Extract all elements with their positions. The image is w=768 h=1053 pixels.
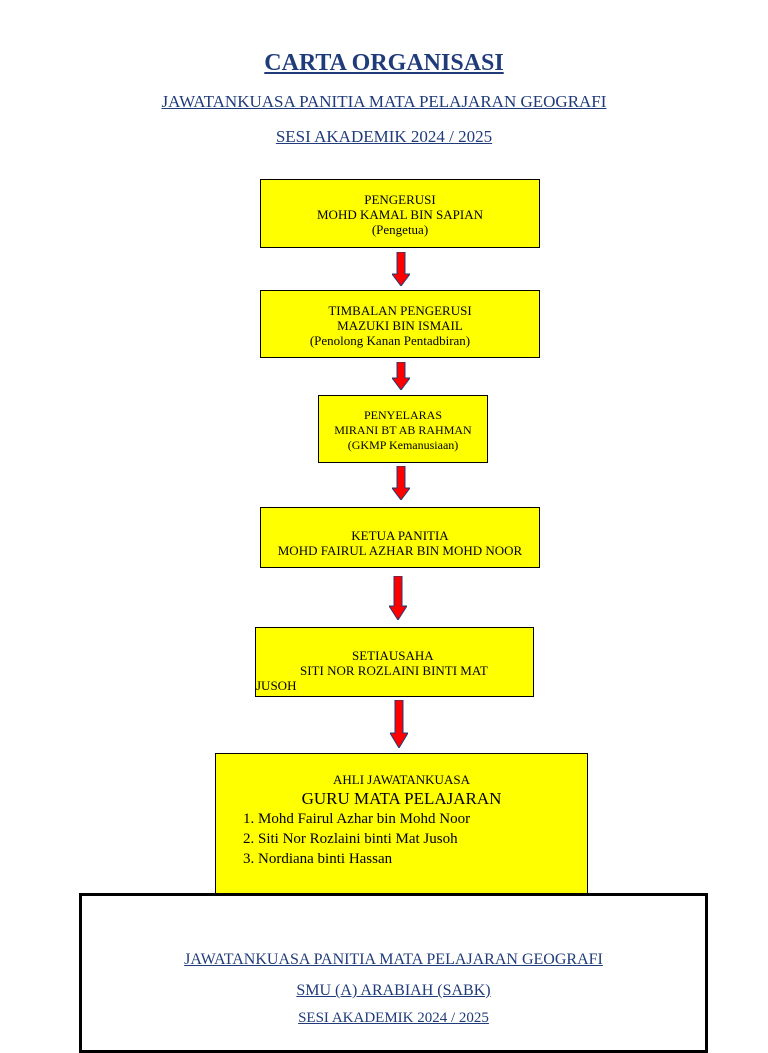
vice-chairman-role: TIMBALAN PENGERUSI — [328, 303, 472, 318]
footer-box: JAWATANKUASA PANITIA MATA PELAJARAN GEOG… — [79, 893, 708, 1053]
chairman-box: PENGERUSI MOHD KAMAL BIN SAPIAN (Pengetu… — [260, 179, 540, 248]
footer-school: SMU (A) ARABIAH (SABK) — [296, 982, 491, 999]
vice-chairman-name: MAZUKI BIN ISMAIL — [337, 318, 463, 333]
members-title: GURU MATA PELAJARAN — [301, 789, 502, 808]
secretary-box: SETIAUSAHA SITI NOR ROZLAINI BINTI MAT J… — [255, 627, 534, 697]
session-label: SESI AKADEMIK 2024 / 2025 — [275, 127, 493, 146]
arrow-down-icon — [392, 362, 410, 390]
head-name: MOHD FAIRUL AZHAR BIN MOHD NOOR — [277, 543, 523, 558]
members-list: Mohd Fairul Azhar bin Mohd Noor Siti Nor… — [238, 809, 470, 869]
secretary-role: SETIAUSAHA — [352, 648, 434, 663]
members-caption: AHLI JAWATANKUASA — [333, 772, 470, 787]
list-item: Mohd Fairul Azhar bin Mohd Noor — [258, 809, 470, 829]
vice-chairman-position: (Penolong Kanan Pentadbiran) — [309, 333, 471, 348]
footer-committee: JAWATANKUASA PANITIA MATA PELAJARAN GEOG… — [184, 951, 603, 968]
committee-subtitle: JAWATANKUASA PANITIA MATA PELAJARAN GEOG… — [161, 92, 607, 111]
footer-session: SESI AKADEMIK 2024 / 2025 — [298, 1010, 489, 1026]
list-item: Siti Nor Rozlaini binti Mat Jusoh — [258, 829, 470, 849]
vice-chairman-box: TIMBALAN PENGERUSI MAZUKI BIN ISMAIL (Pe… — [260, 290, 540, 358]
secretary-name: SITI NOR ROZLAINI BINTI MAT — [300, 663, 488, 678]
chairman-position: (Pengetua) — [371, 222, 429, 237]
arrow-down-icon — [390, 700, 408, 748]
chairman-name: MOHD KAMAL BIN SAPIAN — [317, 207, 483, 222]
head-role: KETUA PANITIA — [351, 528, 449, 543]
coordinator-role: PENYELARAS — [363, 408, 442, 422]
chairman-role: PENGERUSI — [364, 192, 436, 207]
secretary-name-cont: JUSOH — [256, 678, 297, 693]
coordinator-box: PENYELARAS MIRANI BT AB RAHMAN (GKMP Kem… — [318, 395, 488, 463]
coordinator-name: MIRANI BT AB RAHMAN — [334, 423, 472, 437]
members-box: AHLI JAWATANKUASA GURU MATA PELAJARAN Mo… — [215, 753, 588, 896]
arrow-down-icon — [389, 576, 407, 620]
list-item: Nordiana binti Hassan — [258, 849, 470, 869]
coordinator-position: (GKMP Kemanusiaan) — [347, 438, 459, 452]
page-title: CARTA ORGANISASI — [264, 50, 504, 76]
arrow-down-icon — [392, 466, 410, 500]
arrow-down-icon — [392, 252, 410, 286]
head-box: KETUA PANITIA MOHD FAIRUL AZHAR BIN MOHD… — [260, 507, 540, 568]
